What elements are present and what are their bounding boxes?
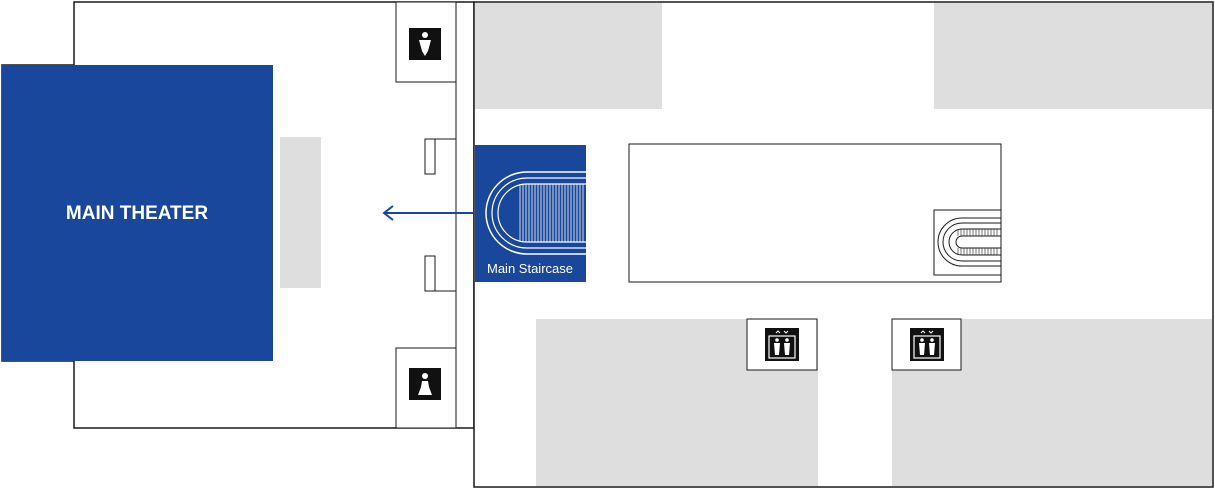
elevator-icon <box>910 328 944 361</box>
room-top-right <box>934 3 1212 109</box>
restroom-bottom-room <box>395 347 457 429</box>
elevator-box-1[interactable] <box>746 318 818 371</box>
main-staircase-label: Main Staircase <box>487 261 573 276</box>
elevator-box-2[interactable] <box>891 318 962 371</box>
direction-arrow-icon <box>382 205 473 221</box>
male-restroom-icon[interactable] <box>409 28 441 60</box>
elevator-icon <box>765 328 799 361</box>
stage-area <box>280 137 321 288</box>
door-bottom-wall <box>435 290 457 348</box>
staircase-icon <box>485 171 586 255</box>
main-theater[interactable] <box>2 65 273 361</box>
main-theater-label: MAIN THEATER <box>66 203 208 224</box>
door-bottom <box>424 255 436 292</box>
main-staircase[interactable]: Main Staircase <box>475 145 586 282</box>
room-top-left <box>475 3 662 109</box>
female-restroom-icon[interactable] <box>409 368 441 400</box>
door-top <box>424 138 436 175</box>
secondary-staircase-icon <box>933 209 1002 276</box>
